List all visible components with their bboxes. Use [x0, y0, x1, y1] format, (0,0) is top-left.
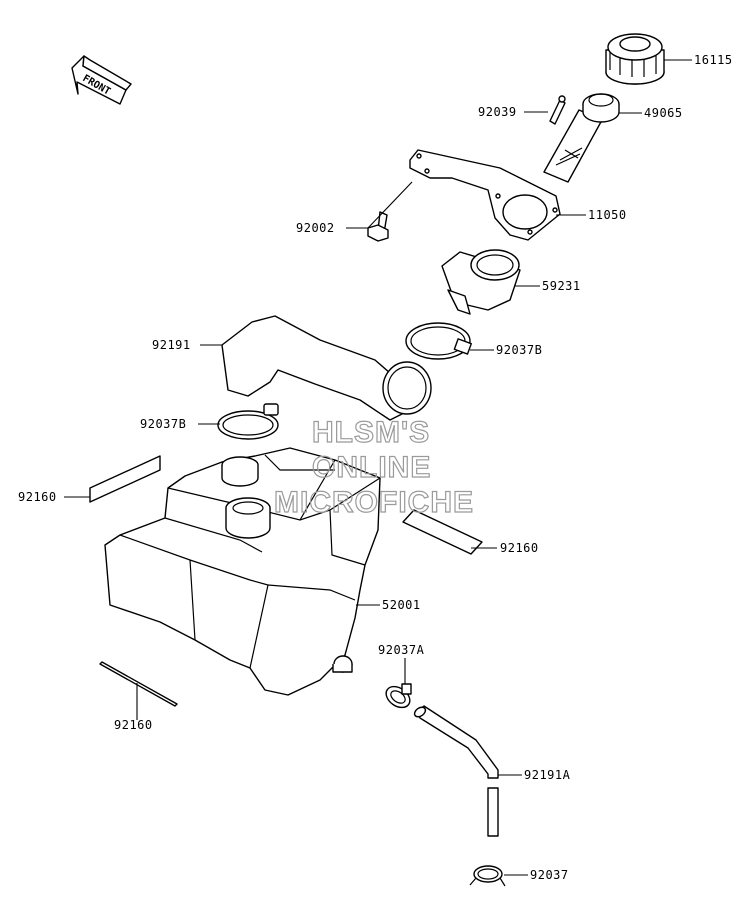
part-labels: 16115 92039 49065 92002 11050 59231 9219…: [18, 53, 733, 882]
label-11050: 11050: [588, 208, 627, 222]
bolt-part: [367, 211, 389, 242]
spring-clip-part: [469, 865, 506, 887]
label-92037A: 92037A: [378, 643, 425, 657]
label-92037: 92037: [530, 868, 569, 882]
label-49065: 49065: [644, 106, 683, 120]
label-92160-left: 92160: [18, 490, 57, 504]
label-52001: 52001: [382, 598, 421, 612]
watermark-line2: ONLINE: [312, 451, 431, 484]
watermark-line1: HLSM'S: [312, 416, 430, 449]
label-92191: 92191: [152, 338, 191, 352]
fuel-cap-part: [605, 33, 665, 85]
label-92160-right: 92160: [500, 541, 539, 555]
watermark-line3: MICROFICHE: [274, 486, 474, 519]
label-92039: 92039: [478, 105, 517, 119]
label-16115: 16115: [694, 53, 733, 67]
label-92160-bottom: 92160: [114, 718, 153, 732]
pad-part-right: [402, 509, 483, 555]
breather-hose-part: [413, 705, 499, 837]
filler-neck-part: [543, 93, 620, 183]
bracket-part: [409, 149, 561, 241]
pin-part: [549, 95, 566, 125]
label-92191A: 92191A: [524, 768, 571, 782]
pad-part-left: [89, 455, 161, 503]
hose-clamp-a-part: [385, 683, 412, 709]
filler-hose-part: [441, 249, 521, 315]
strip-part-bottom: [99, 661, 178, 707]
hose-clamp-b-upper: [405, 322, 472, 360]
label-92037B-right: 92037B: [496, 343, 542, 357]
watermark: HLSM'S ONLINE MICROFICHE: [273, 415, 474, 519]
label-92002: 92002: [296, 221, 335, 235]
elbow-hose-part: [221, 315, 432, 421]
hose-clamp-b-lower: [217, 403, 279, 440]
fuel-tank-part: [104, 447, 381, 696]
label-59231: 59231: [542, 279, 581, 293]
label-92037B-left: 92037B: [140, 417, 186, 431]
front-arrow: FRONT: [71, 55, 132, 105]
leader-lines: [64, 59, 692, 876]
